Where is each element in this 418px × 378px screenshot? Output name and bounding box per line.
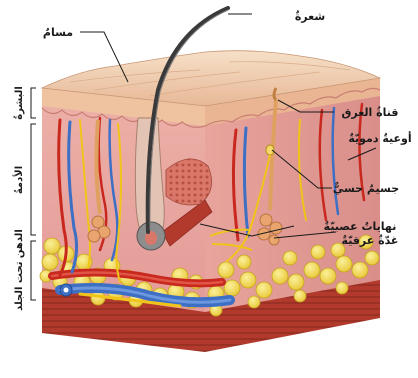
layer-label-subcutaneous: الدهن تحت الجلد [14,229,25,311]
layer-label-epidermis: البشرةُ [13,86,25,120]
sebaceous-gland [166,159,212,205]
label-blood-vessels: أوعيةٌ دمويّةٌ [348,131,411,145]
label-nerve-endings: نهاياتٌ عصبيّةٌ [324,220,397,233]
label-hair: شعرةٌ [295,10,325,23]
label-pore: مسامٌ [43,26,73,39]
layer-label-dermis: الأدمةُ [12,166,25,194]
layer-brackets [31,88,36,300]
label-sensory-corpuscle: جسيمٌ حسيٌّ [333,182,399,195]
label-sweat-duct: قناةُ العرق [342,106,399,119]
label-sweat-gland: غدّةٌ عرقيّةٌ [342,234,399,247]
